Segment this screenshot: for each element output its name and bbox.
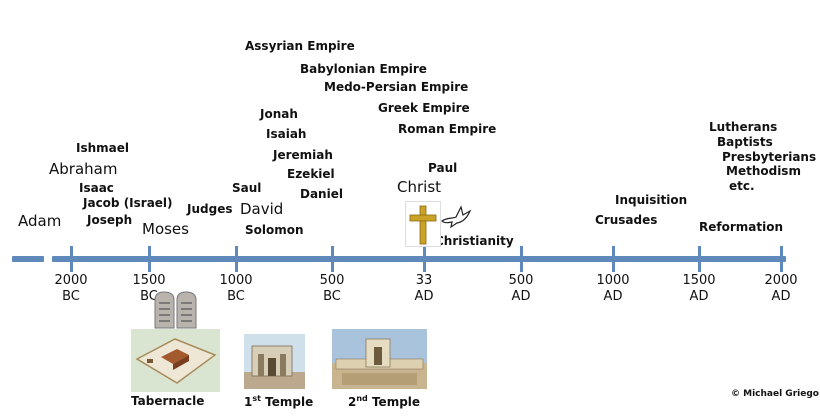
- tabernacle-image: [131, 329, 220, 392]
- label-greek: Greek Empire: [378, 101, 470, 115]
- tick-label-era: AD: [771, 289, 791, 304]
- label-lutherans: Lutherans: [709, 120, 778, 134]
- copyright-notice: © Michael Griego: [731, 389, 819, 399]
- tick-2000ad: [780, 246, 783, 272]
- tick-label-year: 2000: [54, 273, 88, 288]
- first-temple-caption: 1st Temple: [244, 394, 313, 409]
- label-inquisition: Inquisition: [615, 193, 688, 207]
- label-babylonian: Babylonian Empire: [300, 62, 427, 76]
- label-roman: Roman Empire: [398, 122, 497, 136]
- tick-1000bc: [235, 246, 238, 272]
- first-temple-image: [244, 334, 305, 389]
- tick-1000ad: [612, 246, 615, 272]
- tick-1500bc: [148, 246, 151, 272]
- tick-label-year: 500: [508, 273, 534, 288]
- second-temple-image: [332, 329, 427, 389]
- label-abraham: Abraham: [49, 160, 118, 178]
- second-temple-number: 2: [348, 395, 357, 409]
- label-christ: Christ: [397, 178, 442, 196]
- label-ezekiel: Ezekiel: [287, 167, 335, 181]
- label-joseph: Joseph: [87, 213, 133, 227]
- label-crusades: Crusades: [595, 213, 658, 227]
- label-paul: Paul: [428, 161, 458, 175]
- label-jonah: Jonah: [260, 107, 298, 121]
- first-temple-ordinal: st: [252, 394, 261, 403]
- label-presbyterians: Presbyterians: [722, 150, 817, 164]
- tabernacle-caption: Tabernacle: [131, 394, 205, 408]
- dove-icon: [439, 203, 473, 231]
- tick-label-era: BC: [62, 289, 80, 304]
- second-temple-word: Temple: [367, 395, 421, 409]
- tick-label-era: BC: [323, 289, 341, 304]
- tick-label-year: 2000: [764, 273, 798, 288]
- tick-label-era: BC: [227, 289, 245, 304]
- label-ishmael: Ishmael: [76, 141, 130, 155]
- label-adam: Adam: [18, 212, 62, 230]
- label-jeremiah: Jeremiah: [273, 148, 333, 162]
- second-temple-caption: 2nd Temple: [348, 394, 420, 409]
- label-reformation: Reformation: [699, 220, 783, 234]
- tick-label-era: AD: [511, 289, 531, 304]
- label-moses: Moses: [142, 220, 189, 238]
- ten-commandments-tablets-image: [152, 290, 200, 330]
- label-david: David: [240, 200, 284, 218]
- tick-label-era: BC: [140, 289, 158, 304]
- label-medo: Medo-Persian Empire: [324, 80, 469, 94]
- first-temple-number: 1: [244, 395, 253, 409]
- tick-label-year: 1000: [596, 273, 630, 288]
- label-methodism: Methodism: [726, 164, 801, 178]
- tick-500ad: [520, 246, 523, 272]
- label-assyrian: Assyrian Empire: [245, 39, 355, 53]
- tick-2000bc: [70, 246, 73, 272]
- label-solomon: Solomon: [245, 223, 304, 237]
- tick-1500ad: [698, 246, 701, 272]
- tick-label-year: 33: [415, 273, 433, 288]
- tick-label-era: AD: [603, 289, 623, 304]
- label-etc: etc.: [729, 179, 755, 193]
- tick-label-year: 1000: [219, 273, 253, 288]
- first-temple-word: Temple: [260, 395, 314, 409]
- label-saul: Saul: [232, 181, 262, 195]
- label-isaiah: Isaiah: [266, 127, 307, 141]
- label-baptists: Baptists: [717, 135, 773, 149]
- tick-500bc: [331, 246, 334, 272]
- cross-icon: [405, 201, 441, 247]
- label-jacob: Jacob (Israel): [83, 196, 173, 210]
- axis-bar-left-segment: [12, 256, 44, 262]
- tick-label-era: AD: [689, 289, 709, 304]
- tick-label-era: AD: [414, 289, 434, 304]
- tick-label-year: 500: [319, 273, 345, 288]
- tick-label-year: 1500: [682, 273, 716, 288]
- label-judges: Judges: [187, 202, 233, 216]
- label-christianity: Christianity: [435, 234, 514, 248]
- tick-33ad: [423, 246, 426, 272]
- tick-label-year: 1500: [132, 273, 166, 288]
- second-temple-ordinal: nd: [356, 394, 368, 403]
- axis-bar: [52, 256, 786, 262]
- label-isaac: Isaac: [79, 181, 114, 195]
- label-daniel: Daniel: [300, 187, 343, 201]
